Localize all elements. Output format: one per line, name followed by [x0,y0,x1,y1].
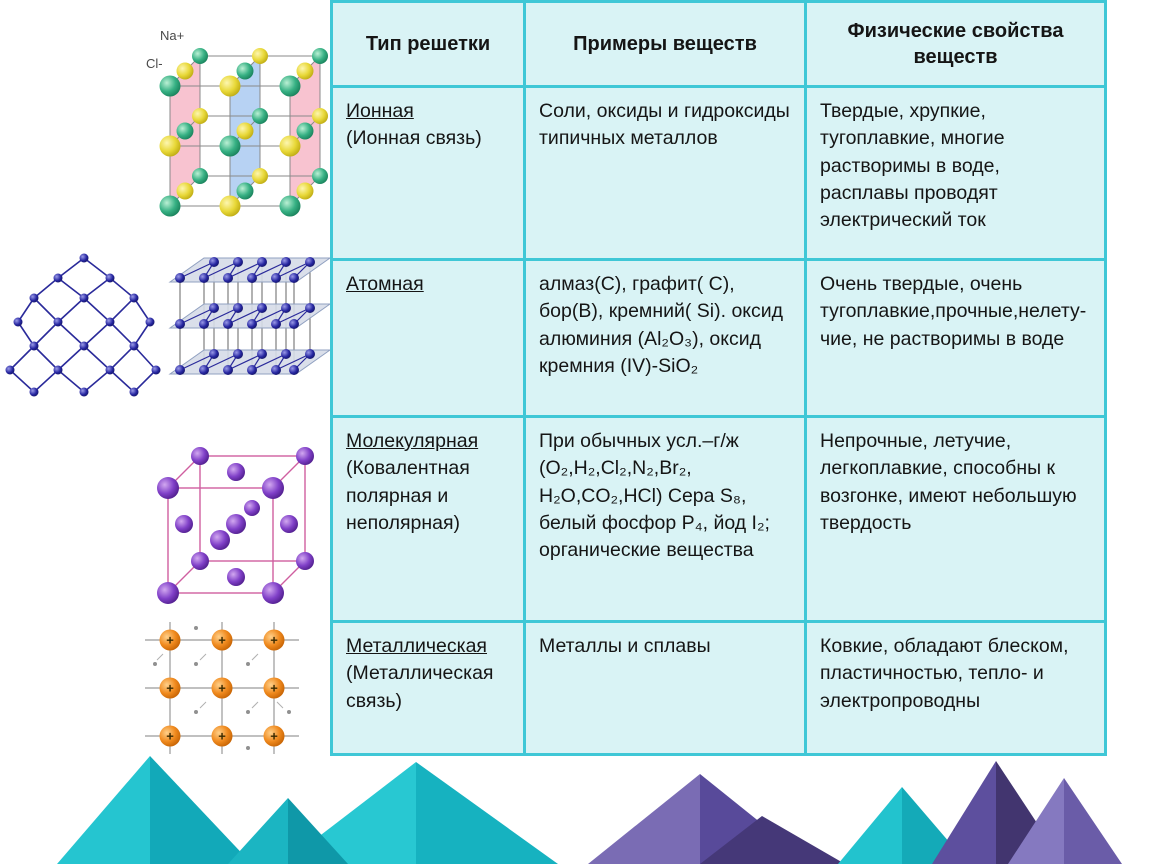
ionic-atoms-middle [176,62,314,200]
atomic-graphite-illustration [168,238,333,398]
col-header-examples: Примеры веществ [523,0,807,88]
type-title-molecular: Молекулярная [346,430,479,452]
cell-type-molecular: Молекулярная (Ковалентная полярная и неп… [330,415,526,623]
type-title-ionic: Ионная [346,100,414,122]
cell-properties-ionic: Твердые, хрупкие, тугоплавкие, многие ра… [804,85,1107,261]
ionic-lattice-svg: Na+ Cl- [146,28,328,217]
metal-ion-plus: + [166,681,174,696]
metal-ion-plus: + [270,729,278,744]
cell-properties-molecular: Непрочные, летучие, легкоплавкие, способ… [804,415,1107,623]
type-sub-molecular: (Ковалентная полярная и неполярная) [346,457,470,534]
cell-examples-metallic: Металлы и сплавы [523,620,807,756]
metal-ion-plus: + [218,729,226,744]
ionic-lattice-illustration: Na+ Cl- [130,16,335,231]
row-molecular: Молекулярная (Ковалентная полярная и неп… [330,415,1107,623]
atomic-diamond-illustration [0,246,168,401]
metal-ion-plus: + [270,681,278,696]
triangle-teal-left [57,756,252,864]
triangle-teal-small [228,798,348,864]
type-title-metallic: Металлическая [346,635,487,657]
diamond-lattice-svg [5,253,161,397]
triangle-purple-light-right [1008,778,1122,864]
cell-type-ionic: Ионная (Ионная связь) [330,85,526,261]
cell-properties-metallic: Ковкие, обладают блеском, пластичностью,… [804,620,1107,756]
metal-ion-plus: + [218,633,226,648]
metal-ion-plus: + [166,729,174,744]
cell-examples-molecular: При обычных усл.–г/ж (O₂,H₂,Cl₂,N₂,Br₂, … [523,415,807,623]
table-header-row: Тип решетки Примеры веществ Физические с… [330,0,1107,88]
metal-ion-plus: + [270,633,278,648]
cell-properties-atomic: Очень твердые, очень тугоплавкие,прочные… [804,258,1107,418]
lattice-types-table: Тип решетки Примеры веществ Физические с… [330,0,1107,756]
triangles-svg [57,756,1122,864]
cell-type-atomic: Атомная [330,258,526,418]
ionic-atoms-front [159,75,301,217]
graphite-layers [168,257,332,375]
row-atomic: Атомная алмаз(C), графит( C), бор(B), кр… [330,258,1107,418]
diamond-bonds [9,257,157,393]
cell-examples-ionic: Соли, оксиды и гидроксиды типичных метал… [523,85,807,261]
cl-ion-label: Cl- [146,56,163,71]
ionic-atoms-back [192,48,328,184]
cell-examples-atomic: алмаз(C), графит( C), бор(B), кремний( S… [523,258,807,418]
metal-ions: + + + + + + + + + [159,629,285,747]
molecular-cube-edges [167,455,306,594]
metal-ion-plus: + [166,633,174,648]
row-metallic: Металлическая (Металлическая связь) Мета… [330,620,1107,756]
metallic-lattice-svg: + + + + + + + + + [145,622,299,754]
decorative-triangles [0,754,1150,864]
molecular-molecules [157,447,314,604]
row-ionic: Ионная (Ионная связь) Соли, оксиды и гид… [330,85,1107,261]
free-electrons [153,626,291,750]
type-sub-ionic: (Ионная связь) [346,127,482,150]
triangle-purple-dark-overlay [700,816,845,864]
col-header-properties: Физические свойства веществ [804,0,1107,88]
na-ion-label: Na+ [160,28,184,43]
diamond-atoms [5,253,161,397]
cell-type-metallic: Металлическая (Металлическая связь) [330,620,526,756]
graphite-interlayer-bonds [179,262,311,370]
metallic-lattice-illustration: + + + + + + + + + [143,618,301,758]
metal-ion-plus: + [218,681,226,696]
type-sub-metallic: (Металлическая связь) [346,662,494,712]
graphite-lattice-svg [168,257,332,375]
molecular-lattice-illustration [146,418,314,623]
molecular-lattice-svg [157,447,314,604]
col-header-lattice-type: Тип решетки [330,0,526,88]
type-title-atomic: Атомная [346,273,424,295]
